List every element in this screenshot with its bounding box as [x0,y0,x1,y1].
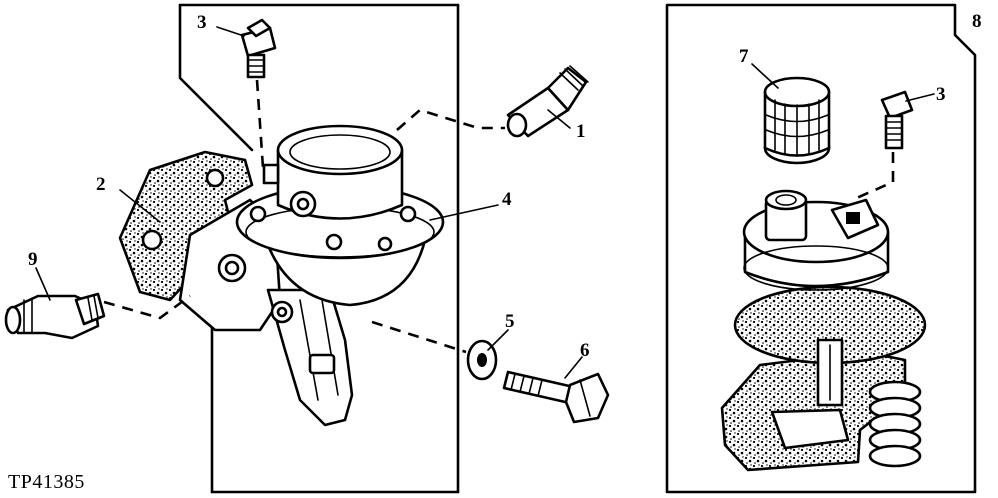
inlet-fitting [240,18,277,79]
leader-5-to-pump [371,320,467,354]
leader-9-to-pump [103,294,191,320]
callout-5: 5 [505,311,515,332]
callout-3-right: 3 [936,84,946,105]
inlet-fitting-right [880,90,914,150]
callout-leaders [35,26,935,379]
callout-9: 9 [28,249,38,270]
leader-3-to-cover [851,152,895,202]
washer [466,339,498,381]
pump-cover-assembly [720,189,927,472]
leader-3-to-pump [255,79,265,169]
callout-2: 2 [96,174,106,195]
callout-3: 3 [197,12,207,33]
mounting-bolt [502,370,610,424]
leader-1-to-pump [396,108,505,131]
left-frame [178,3,460,494]
callout-6: 6 [580,340,590,361]
mounting-gasket [118,150,254,302]
callout-7: 7 [739,46,749,67]
callout-1: 1 [576,121,586,142]
outlet-fitting [506,65,589,138]
callout-8: 8 [972,11,982,32]
callout-4: 4 [502,189,512,210]
right-frame [665,3,977,494]
figure-code: TP41385 [8,471,85,493]
strainer-screen [763,76,831,165]
pump-spring [868,380,922,468]
elbow-fitting [4,292,106,340]
fuel-pump-assembly [118,124,445,427]
